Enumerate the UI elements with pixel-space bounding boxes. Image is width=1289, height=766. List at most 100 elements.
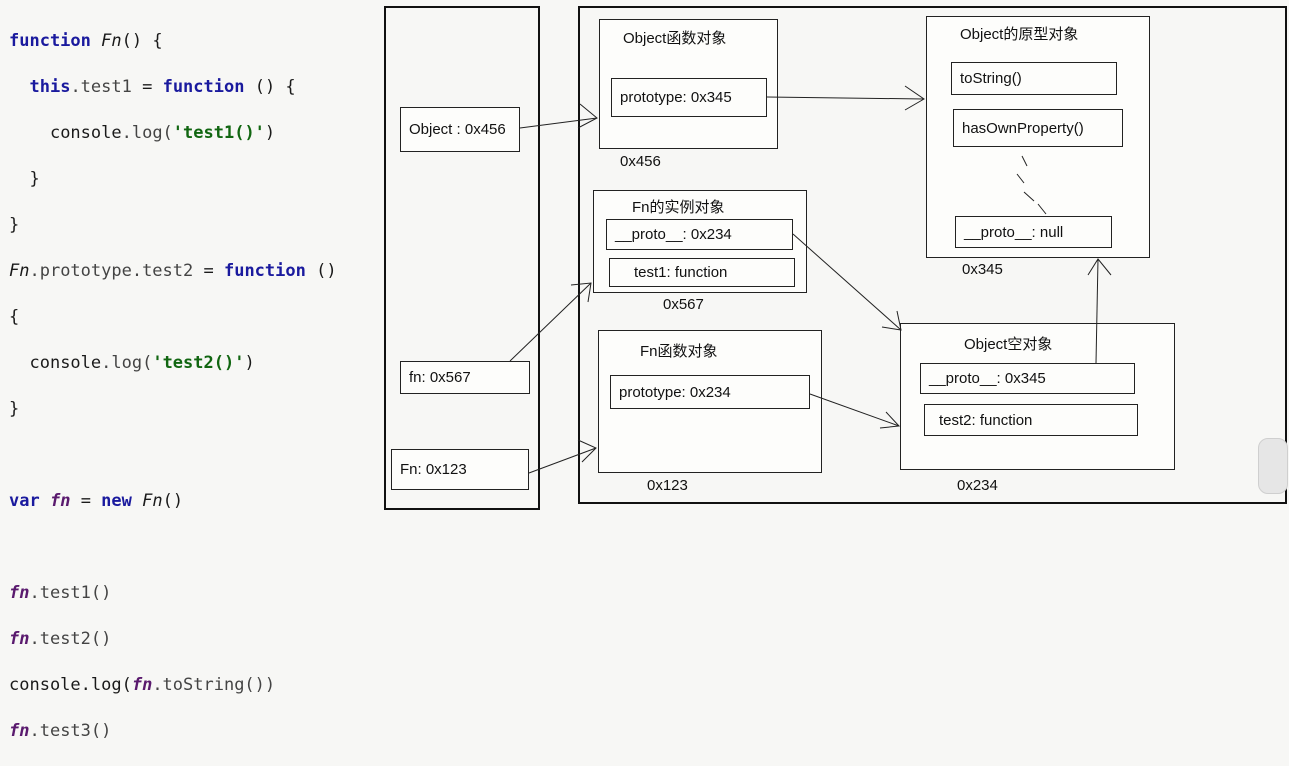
code-keyword: this [29,77,71,97]
code-text: = [70,491,102,511]
fn-instance-addr: 0x567 [663,296,704,313]
code-line-9: } [9,398,337,421]
arrow-empty-obj-proto-to-object-proto [1087,258,1112,364]
code-line-4: } [9,168,337,191]
arrows-layer [509,85,1112,474]
code-line-14: fn.test3() [9,720,337,743]
code-keyword: new [101,491,132,511]
code-variable: fn [9,629,30,649]
code-line-8: console.log('test2()') [9,352,337,375]
scroll-handle[interactable] [1258,438,1288,494]
fn-instance-proto: __proto__: 0x234 [606,219,793,250]
code-line-3: console.log('test1()') [9,122,337,145]
code-text: .log( [121,123,173,143]
arrow-instance-proto-to-empty-obj [792,233,902,331]
code-text: } [9,215,20,235]
code-variable: fn [9,721,30,741]
stack-area [384,6,540,510]
code-line-1: function Fn() { [9,30,337,53]
code-text: .test2() [29,629,112,649]
code-string: 'test2()' [152,353,245,373]
arrow-object-ref-to-object-func [519,103,598,129]
code-text: console [49,123,122,143]
empty-obj-addr: 0x234 [957,477,998,494]
object-func-addr: 0x456 [620,153,661,170]
code-keyword: function [162,77,245,97]
fn-instance-test1-label: test1: function [634,264,728,281]
object-proto-tostring: toString() [951,62,1117,95]
code-identifier: Fn [142,491,163,511]
code-text: console [29,353,102,373]
code-text: { [9,307,20,327]
code-text: () { [121,31,163,51]
arrow-fn-func-proto-to-empty-obj [809,393,901,429]
fn-instance-test1: test1: function [609,258,795,287]
code-text: ) [244,353,255,373]
code-variable: fn [9,583,30,603]
code-text: .prototype.test2 [29,261,194,281]
code-text: () [162,491,184,511]
heap-area [578,6,1287,504]
code-keyword: function [223,261,306,281]
code-line-6: Fn.prototype.test2 = function () [9,260,337,283]
object-func-title: Object函数对象 [623,30,727,47]
code-line-7: { [9,306,337,329]
object-ref-label: Object : 0x456 [409,121,506,138]
code-text: } [29,169,40,189]
code-text: () { [244,77,296,97]
fn-var-label: fn: 0x567 [409,369,471,386]
code-line-12: fn.test2() [9,628,337,651]
code-variable: fn [131,675,153,695]
fn-func-addr: 0x123 [647,477,688,494]
arrow-object-func-proto-to-object-proto [766,85,925,111]
fn-func-ref-label: Fn: 0x123 [400,461,467,478]
code-text: console.log( [9,675,132,695]
code-text: () [305,261,337,281]
object-proto-proto: __proto__: null [955,216,1112,248]
code-text: .test1 [70,77,132,97]
fn-instance-proto-label: __proto__: 0x234 [615,226,732,243]
fn-func-title: Fn函数对象 [640,343,718,360]
object-proto-hasown-label: hasOwnProperty() [962,119,1084,137]
code-text: = [131,77,163,97]
object-ref-box: Object : 0x456 [400,107,520,152]
code-line-11: fn.test1() [9,582,337,605]
code-text: .log( [101,353,153,373]
object-func-prototype: prototype: 0x345 [611,78,767,117]
code-text: .test3() [29,721,112,741]
code-keyword: var [9,491,40,511]
code-identifier: Fn [101,31,122,51]
fn-func-prototype-label: prototype: 0x234 [619,383,731,401]
code-keyword: function [9,31,91,51]
code-variable: fn [49,491,71,511]
fn-func-ref-box: Fn: 0x123 [391,449,529,490]
fn-var-box: fn: 0x567 [400,361,530,394]
code-line-13: console.log(fn.toString()) [9,674,337,697]
code-line-blank [9,536,337,559]
empty-obj-test2-label: test2: function [939,411,1033,429]
code-line-10: var fn = new Fn() [9,490,337,513]
empty-obj-proto: __proto__: 0x345 [920,363,1135,394]
object-func-prototype-label: prototype: 0x345 [620,89,732,106]
code-text: .test1() [29,583,112,603]
code-line-5: } [9,214,337,237]
arrow-fn-var-to-fn-instance [509,282,592,362]
empty-obj-test2: test2: function [924,404,1138,436]
object-proto-tostring-label: toString() [960,70,1022,87]
object-proto-addr: 0x345 [962,261,1003,278]
code-text: ) [264,123,276,143]
code-text: .toString()) [152,675,276,695]
object-proto-title: Object的原型对象 [960,26,1079,43]
code-string: 'test1()' [172,123,265,143]
fn-instance-title: Fn的实例对象 [632,199,725,216]
empty-obj-title: Object空对象 [964,336,1053,353]
empty-obj-box [900,323,1175,470]
fn-func-prototype: prototype: 0x234 [610,375,810,409]
code-text: = [193,261,224,281]
dashed-continuation-marks [1016,155,1047,215]
code-identifier: Fn [9,261,30,281]
code-text: } [9,399,20,419]
object-proto-hasown: hasOwnProperty() [953,109,1123,147]
code-line-2: this.test1 = function () { [9,76,337,99]
object-proto-proto-label: __proto__: null [964,223,1064,241]
